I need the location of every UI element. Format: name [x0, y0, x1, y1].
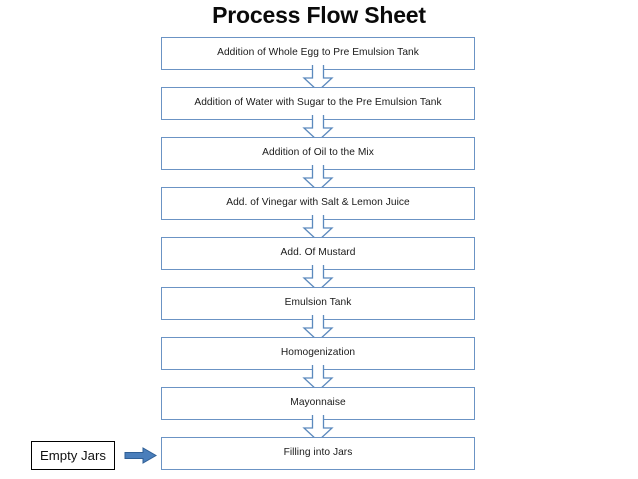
- flow-step-3[interactable]: Addition of Oil to the Mix: [161, 137, 475, 170]
- flow-step-4[interactable]: Add. of Vinegar with Salt & Lemon Juice: [161, 187, 475, 220]
- flow-step-1[interactable]: Addition of Whole Egg to Pre Emulsion Ta…: [161, 37, 475, 70]
- flow-step-label: Addition of Oil to the Mix: [262, 147, 374, 159]
- flow-step-9[interactable]: Filling into Jars: [161, 437, 475, 470]
- flow-connector-2: [161, 115, 475, 142]
- empty-jars-box[interactable]: Empty Jars: [31, 441, 115, 470]
- flow-step-label: Add. Of Mustard: [280, 247, 356, 259]
- flow-connector-8: [161, 415, 475, 442]
- flow-step-label: Addition of Whole Egg to Pre Emulsion Ta…: [217, 47, 419, 59]
- flow-connector-5: [161, 265, 475, 292]
- flow-step-7[interactable]: Homogenization: [161, 337, 475, 370]
- flow-step-label: Emulsion Tank: [284, 297, 352, 309]
- flow-connector-1: [161, 65, 475, 92]
- flow-connector-6: [161, 315, 475, 342]
- empty-jars-label: Empty Jars: [40, 448, 106, 463]
- page-title: Process Flow Sheet: [212, 2, 426, 28]
- right-arrow-icon: [124, 447, 157, 464]
- flow-connector-7: [161, 365, 475, 392]
- flow-step-2[interactable]: Addition of Water with Sugar to the Pre …: [161, 87, 475, 120]
- process-flow-chain: Addition of Whole Egg to Pre Emulsion Ta…: [161, 37, 475, 470]
- flow-connector-4: [161, 215, 475, 242]
- flow-step-label: Add. of Vinegar with Salt & Lemon Juice: [226, 197, 410, 209]
- flow-step-label: Homogenization: [280, 347, 356, 359]
- flow-step-label: Filling into Jars: [283, 447, 353, 459]
- flow-step-6[interactable]: Emulsion Tank: [161, 287, 475, 320]
- flow-step-label: Mayonnaise: [290, 397, 346, 409]
- flow-step-label: Addition of Water with Sugar to the Pre …: [194, 97, 442, 109]
- flow-connector-3: [161, 165, 475, 192]
